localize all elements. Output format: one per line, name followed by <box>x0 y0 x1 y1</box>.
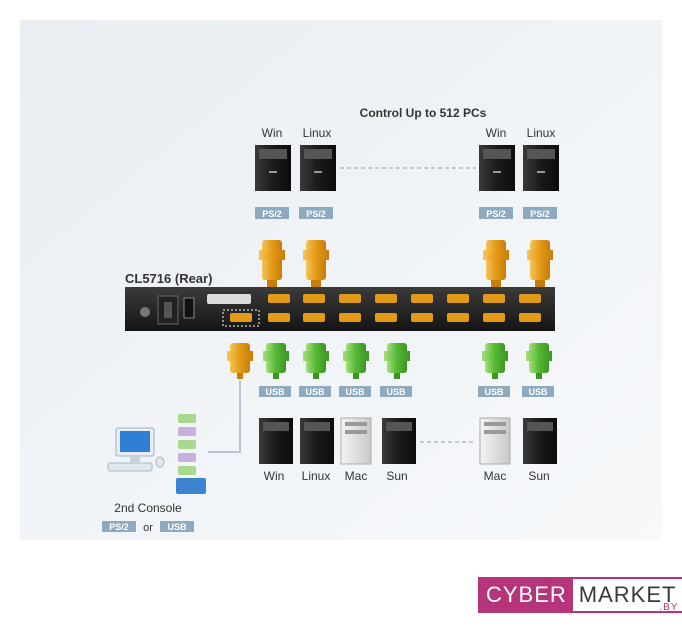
usb-badge: USB <box>265 387 285 397</box>
ps2-badge: PS/2 <box>530 209 550 219</box>
server-tower <box>340 417 372 465</box>
pc-tower <box>523 145 559 191</box>
usb-badge: USB <box>484 387 504 397</box>
bottom-os-label: Linux <box>302 469 331 483</box>
ps2-badge: PS/2 <box>306 209 326 219</box>
logo-part1: CYBER <box>480 579 573 611</box>
usb-badge: USB <box>305 387 325 397</box>
bottom-os-label: Win <box>264 469 285 483</box>
pc-tower <box>259 418 293 464</box>
bottom-port-badges: USB USB USB USB USB USB <box>259 386 554 397</box>
pc-tower <box>255 145 291 191</box>
bottom-computers <box>259 417 557 465</box>
top-computers <box>255 145 559 191</box>
device-label: CL5716 (Rear) <box>125 271 212 286</box>
logo-suffix: .BY <box>659 602 679 613</box>
pc-tower <box>523 418 557 464</box>
logo-part2-text: MARKET <box>578 582 677 607</box>
top-os-label: Linux <box>303 126 332 140</box>
kvm-switch-rear <box>125 287 555 331</box>
console-ps2-badge: PS/2 <box>109 522 129 532</box>
console-connector <box>227 343 253 379</box>
pc-tower <box>300 418 334 464</box>
pc-tower <box>300 145 336 191</box>
top-os-label: Win <box>262 126 283 140</box>
bottom-os-label: Mac <box>345 469 368 483</box>
usb-badge: USB <box>386 387 406 397</box>
console-computer <box>107 427 165 472</box>
cybermarket-logo: CYBER MARKET.BY <box>478 577 682 613</box>
usb-badge: USB <box>345 387 365 397</box>
diagram-title: Control Up to 512 PCs <box>360 106 487 120</box>
ps2-badge: PS/2 <box>486 209 506 219</box>
top-port-badges: PS/2 PS/2 PS/2 PS/2 <box>255 207 557 219</box>
bottom-os-label: Sun <box>528 469 549 483</box>
top-os-label: Win <box>486 126 507 140</box>
top-connectors <box>259 240 553 288</box>
console-label: 2nd Console <box>114 501 182 515</box>
console-cables <box>176 414 206 494</box>
bottom-os-label: Sun <box>386 469 407 483</box>
console-or-text: or <box>143 522 153 534</box>
logo-part2: MARKET.BY <box>572 579 682 613</box>
server-tower <box>479 417 511 465</box>
bottom-os-label: Mac <box>484 469 507 483</box>
pc-tower <box>382 418 416 464</box>
console-usb-badge: USB <box>167 522 187 532</box>
pc-tower <box>479 145 515 191</box>
bottom-connectors <box>263 343 552 379</box>
console-cable <box>208 380 241 453</box>
kvm-ports <box>268 294 541 322</box>
ps2-badge: PS/2 <box>262 209 282 219</box>
top-os-label: Linux <box>527 126 556 140</box>
usb-badge: USB <box>528 387 548 397</box>
